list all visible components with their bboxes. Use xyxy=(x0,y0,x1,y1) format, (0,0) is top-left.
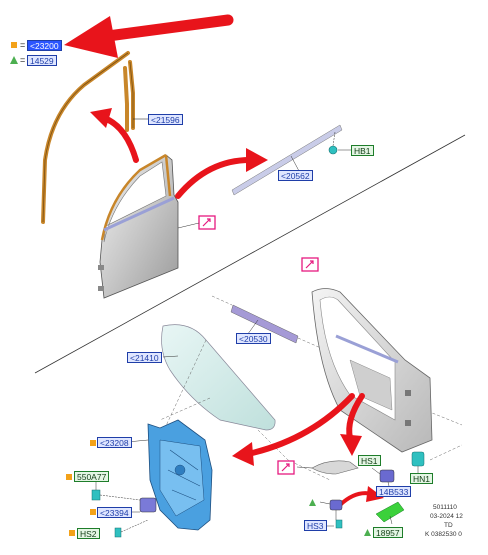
clip-icon xyxy=(328,131,351,155)
front-door-assembly xyxy=(98,153,179,299)
screw-icon xyxy=(114,519,149,538)
part-label-23208[interactable]: <23208 xyxy=(97,437,132,448)
callout-icon xyxy=(277,460,295,475)
bolt-icon xyxy=(91,480,141,501)
part-label-21410[interactable]: <21410 xyxy=(127,352,162,363)
part-label-hs1[interactable]: HS1 xyxy=(358,455,381,466)
footer-line-1: 5011110 xyxy=(433,504,457,511)
red-arrow-icon xyxy=(90,108,139,163)
latch-part xyxy=(411,451,425,478)
legend-triangle-icon xyxy=(10,56,18,64)
footer-line-3: TD xyxy=(444,522,453,529)
part-label-20530[interactable]: <20530 xyxy=(236,333,271,344)
part-label-hb1[interactable]: HB1 xyxy=(351,145,374,156)
legend-equals: = xyxy=(20,40,26,50)
red-arrow-icon xyxy=(232,393,355,466)
red-arrow-icon xyxy=(340,393,365,456)
part-label-18957[interactable]: 18957 xyxy=(373,527,403,538)
door-glass xyxy=(161,324,276,431)
red-arrow-icon xyxy=(175,148,268,199)
callout-icon xyxy=(198,215,216,230)
belt-molding xyxy=(231,124,343,196)
part-label-hn1[interactable]: HN1 xyxy=(410,473,434,484)
red-pointer-arrow-icon xyxy=(64,14,234,58)
cable-part xyxy=(319,499,343,529)
legend-square-code[interactable]: <23200 xyxy=(27,40,62,51)
triangle-marker-icon xyxy=(309,499,371,536)
part-label-hs2[interactable]: HS2 xyxy=(77,528,100,539)
footer-line-4: K 0382530 0 xyxy=(425,531,462,538)
part-label-550a77[interactable]: 550A77 xyxy=(74,471,110,482)
part-label-21596[interactable]: <21596 xyxy=(148,114,183,125)
part-label-20562[interactable]: <20562 xyxy=(278,170,313,181)
green-cover-part xyxy=(375,501,405,525)
red-arrow-icon xyxy=(338,486,384,507)
window-regulator xyxy=(126,419,213,531)
callout-icon xyxy=(301,257,319,272)
door-inner-panel xyxy=(311,288,433,453)
footer-line-2: 03-2024 12 xyxy=(430,513,463,520)
door-handle xyxy=(296,460,359,475)
part-label-hs3[interactable]: HS3 xyxy=(304,520,327,531)
window-motor xyxy=(128,497,157,513)
square-marker-icon xyxy=(66,440,96,536)
section-divider xyxy=(34,134,466,374)
part-label-23394[interactable]: <23394 xyxy=(97,507,132,518)
legend-equals: = xyxy=(20,55,26,65)
part-label-14b533[interactable]: 14B533 xyxy=(376,486,412,497)
legend-square-icon xyxy=(11,42,17,48)
legend-triangle-code[interactable]: 14529 xyxy=(27,55,57,66)
lock-actuator xyxy=(371,467,395,491)
